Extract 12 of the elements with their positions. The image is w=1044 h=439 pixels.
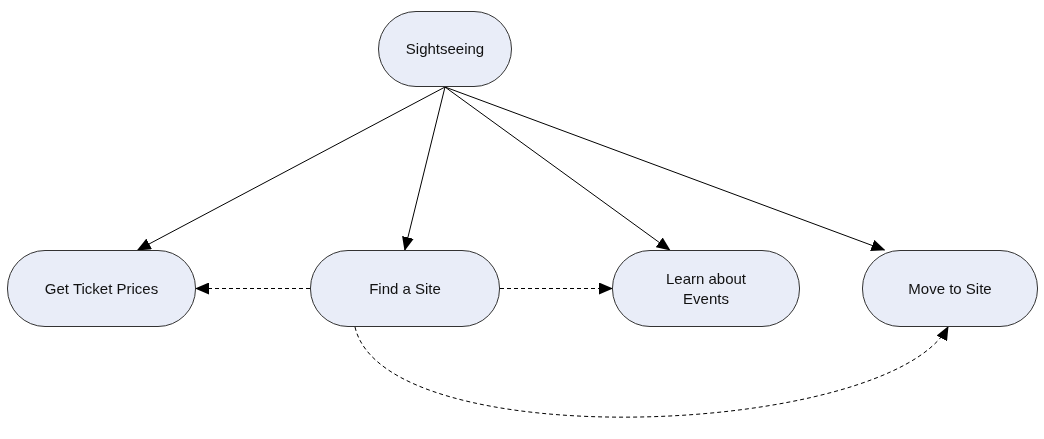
arrow: [136, 86, 446, 251]
dashed-arrow: [499, 282, 613, 295]
dashed-arrow: [195, 282, 311, 295]
node-label: Find a Site: [369, 278, 441, 299]
dashed-arrow: [354, 326, 949, 418]
node-label: Get Ticket Prices: [44, 278, 159, 299]
node-label: Sightseeing: [405, 39, 485, 59]
arrow: [402, 86, 446, 251]
node-label: Learn about Events: [664, 269, 748, 308]
node-label: Move to Site: [908, 278, 992, 299]
arrow: [444, 86, 886, 252]
arrow: [444, 86, 671, 251]
